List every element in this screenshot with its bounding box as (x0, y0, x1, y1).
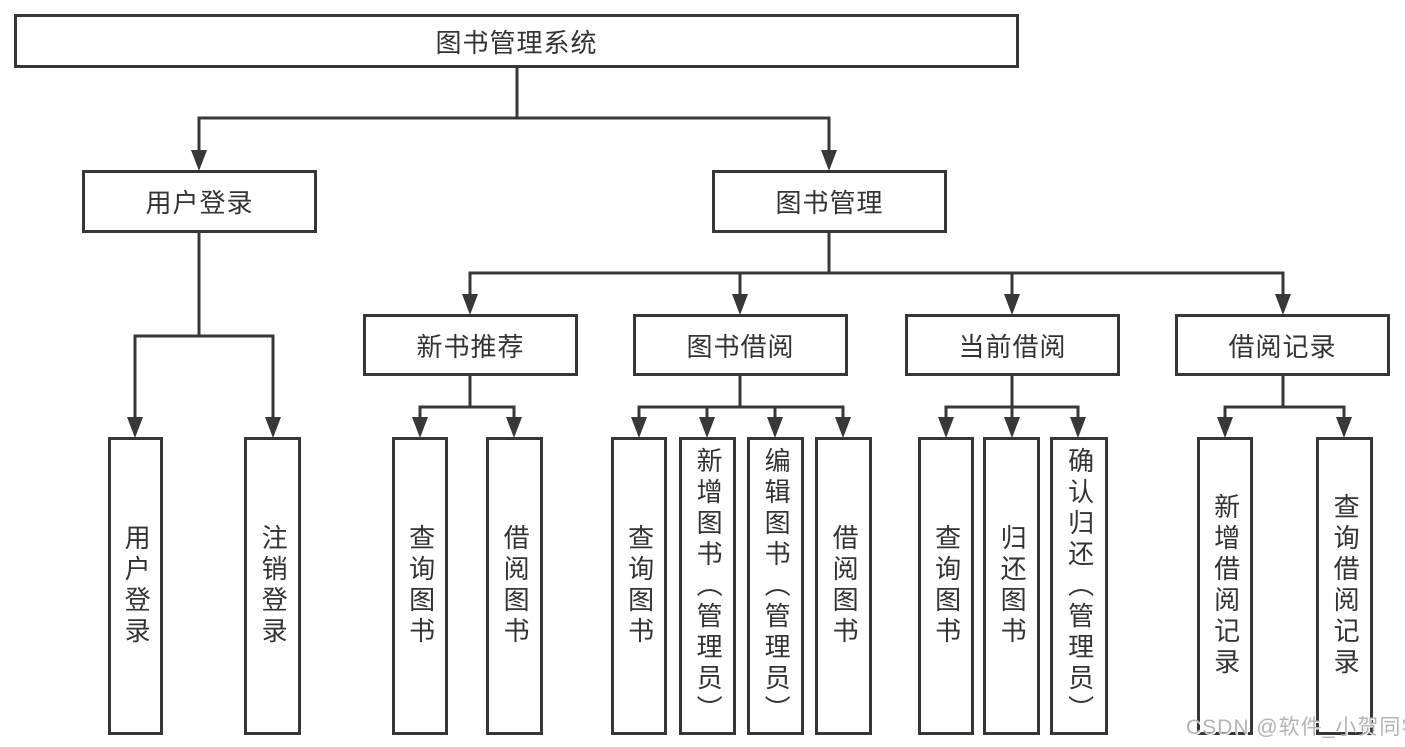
connector-current-arrowheads (938, 417, 1086, 438)
leaf-borrow-edit-books-admin-label: 编辑图书（管理员） (761, 446, 792, 726)
node-new-book-recommend: 新书推荐 (363, 314, 578, 376)
node-current-borrow: 当前借阅 (905, 314, 1120, 376)
node-root: 图书管理系统 (14, 14, 1019, 68)
leaf-records-add-record-label: 新增借阅记录 (1210, 493, 1241, 679)
leaf-borrow-query-books: 查询图书 (611, 437, 667, 735)
connector-recommend-arrowheads (412, 417, 522, 438)
leaf-current-query-books: 查询图书 (918, 437, 974, 735)
leaf-current-return-books: 归还图书 (983, 437, 1040, 735)
leaf-borrow-borrow-books-label: 借阅图书 (829, 524, 860, 648)
connector-recommend-to-leaves (418, 372, 516, 422)
leaf-recommend-borrow-books-label: 借阅图书 (500, 524, 531, 648)
leaf-current-return-books-label: 归还图书 (997, 524, 1028, 648)
watermark-csdn: CSDN @软件_小贺同学 (1186, 716, 1405, 739)
leaf-borrow-edit-books-admin: 编辑图书（管理员） (747, 437, 804, 735)
leaf-current-query-books-label: 查询图书 (931, 524, 962, 648)
node-current-borrow-label: 当前借阅 (958, 331, 1067, 362)
leaf-borrow-query-books-label: 查询图书 (624, 524, 655, 648)
node-new-book-recommend-label: 新书推荐 (416, 331, 525, 362)
node-book-management: 图书管理 (712, 170, 947, 233)
node-book-borrow: 图书借阅 (633, 314, 848, 376)
connector-borrow-to-leaves (637, 372, 845, 422)
leaf-records-add-record: 新增借阅记录 (1197, 437, 1253, 735)
node-root-label: 图书管理系统 (435, 27, 598, 58)
node-borrow-records: 借阅记录 (1175, 314, 1390, 376)
connector-records-to-leaves (1223, 372, 1346, 422)
node-user-login: 用户登录 (82, 170, 317, 233)
leaf-login-logout: 注销登录 (244, 437, 301, 735)
leaf-records-query-record-label: 查询借阅记录 (1330, 493, 1361, 679)
connector-borrow-arrowheads (631, 417, 851, 438)
leaf-recommend-borrow-books: 借阅图书 (486, 437, 543, 735)
node-book-management-label: 图书管理 (775, 188, 884, 218)
leaf-login-user-login: 用户登录 (108, 437, 163, 735)
connector-records-arrowheads (1217, 417, 1352, 438)
leaf-recommend-query-books-label: 查询图书 (405, 524, 436, 648)
node-book-borrow-label: 图书借阅 (686, 331, 795, 362)
connector-root-to-level1 (197, 64, 831, 156)
leaf-current-confirm-return-admin: 确认归还（管理员） (1050, 437, 1108, 735)
connector-manage-to-level2 (468, 229, 1285, 299)
connector-login-to-leaves (133, 229, 275, 422)
node-user-login-label: 用户登录 (145, 188, 254, 218)
leaf-login-user-login-label: 用户登录 (121, 524, 152, 648)
leaf-borrow-add-books-admin-label: 新增图书（管理员） (693, 446, 724, 726)
connector-root-arrowheads (191, 150, 837, 171)
leaf-recommend-query-books: 查询图书 (392, 437, 448, 735)
connector-manage-arrowheads (462, 294, 1291, 315)
leaf-current-confirm-return-admin-label: 确认归还（管理员） (1064, 446, 1095, 726)
leaf-login-logout-label: 注销登录 (258, 524, 289, 648)
connector-current-to-leaves (944, 372, 1080, 422)
leaf-records-query-record: 查询借阅记录 (1316, 437, 1373, 735)
leaf-borrow-borrow-books: 借阅图书 (815, 437, 872, 735)
connector-login-arrowheads (127, 417, 281, 438)
node-borrow-records-label: 借阅记录 (1228, 331, 1337, 362)
leaf-borrow-add-books-admin: 新增图书（管理员） (679, 437, 736, 735)
